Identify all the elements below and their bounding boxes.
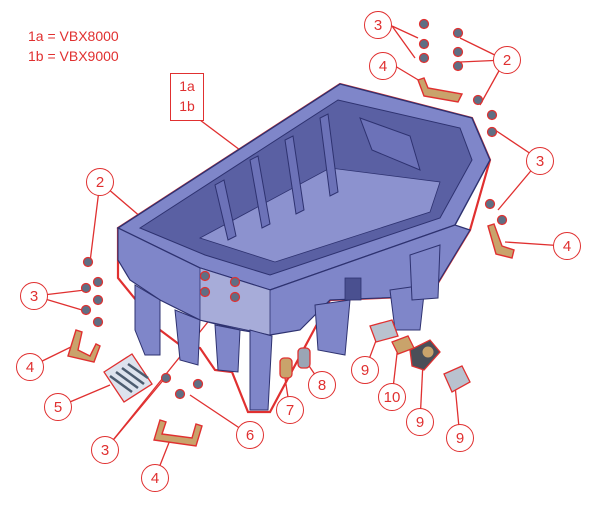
callout-9-middle: 9	[406, 408, 434, 436]
callout-2-top-right-right: 2	[493, 46, 521, 74]
callout-7: 7	[276, 396, 304, 424]
bolt-kit-part	[103, 353, 153, 403]
handle-parts	[67, 77, 515, 447]
callout-3-top-right-lower: 3	[526, 147, 554, 175]
callout-10: 10	[378, 383, 406, 411]
callout-3-bottom: 3	[91, 436, 119, 464]
part-label-1b: 1b	[179, 98, 195, 114]
legend-vbx8000: 1a = VBX8000	[28, 28, 119, 44]
callout-4-bottom: 4	[141, 464, 169, 492]
callout-3-left: 3	[20, 282, 48, 310]
part-label-box: 1a 1b	[170, 73, 204, 121]
plate-parts	[369, 319, 471, 393]
callout-2-top-right: 3	[364, 11, 392, 39]
small-parts	[279, 347, 311, 379]
tub-body	[116, 82, 492, 414]
callout-2-left: 2	[86, 168, 114, 196]
fastener-parts	[80, 18, 508, 400]
callout-9-right: 9	[446, 424, 474, 452]
callout-5: 5	[44, 393, 72, 421]
legend-vbx9000: 1b = VBX9000	[28, 48, 119, 64]
callout-8: 8	[308, 371, 336, 399]
callout-4-left: 4	[16, 353, 44, 381]
callout-6: 6	[236, 421, 264, 449]
callout-4-top-right: 4	[369, 52, 397, 80]
callout-9-left: 9	[351, 356, 379, 384]
callout-4-right: 4	[553, 232, 581, 260]
part-label-1a: 1a	[179, 78, 195, 94]
